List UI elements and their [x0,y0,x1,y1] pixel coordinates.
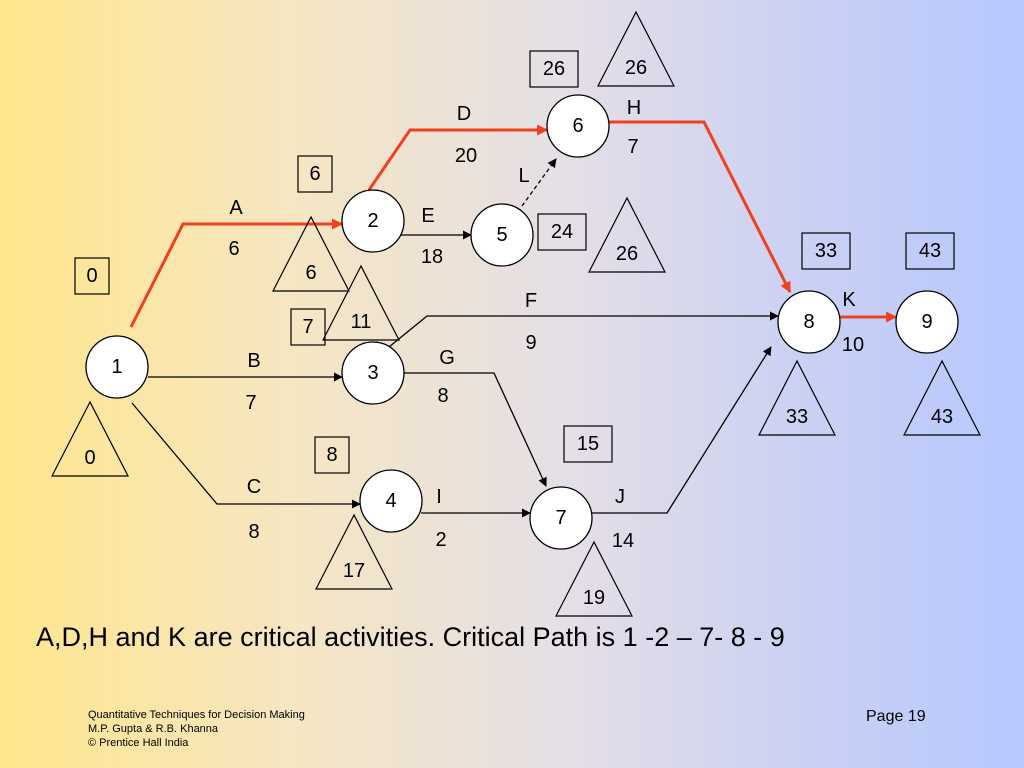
activity-duration-h: 7 [627,136,638,158]
activity-label-c: C [247,476,261,498]
activity-arrow-g [403,372,547,487]
latest-time-triangle-1 [51,400,129,477]
latest-time-triangle-6 [597,10,675,87]
activity-label-g: G [439,347,455,369]
activity-label-a: A [229,197,243,219]
earliest-time-box-4 [314,436,350,474]
activity-duration-i: 2 [435,529,446,551]
latest-time-4: 17 [343,560,365,582]
event-node-label-1: 1 [111,356,122,378]
event-node-label-8: 8 [803,311,814,333]
latest-time-9: 43 [931,406,953,428]
activity-duration-j: 14 [612,530,634,552]
latest-time-5: 26 [616,243,638,265]
footer-credits: Quantitative Techniques for Decision Mak… [88,708,305,750]
activity-duration-f: 9 [525,332,536,354]
activity-label-f: F [525,290,537,312]
event-node-label-5: 5 [496,224,507,246]
activity-duration-c: 8 [248,521,259,543]
critical-path-caption: A,D,H and K are critical activities. Cri… [36,622,785,652]
activity-duration-a: 6 [228,238,239,260]
event-node-1 [85,335,149,399]
activity-label-e: E [421,205,434,227]
earliest-time-box-5 [537,213,587,251]
activity-arrow-j [592,346,772,514]
earliest-time-5: 24 [551,221,573,243]
activity-label-d: D [457,103,471,125]
activity-arrow-d [367,124,549,191]
earliest-time-8: 33 [815,240,837,262]
earliest-time-box-9 [905,232,955,270]
event-node-4 [359,469,423,533]
event-node-8 [777,290,841,354]
activity-label-j: J [615,486,625,508]
latest-time-2: 6 [305,262,316,284]
activity-duration-d: 20 [455,145,477,167]
event-node-7 [529,486,593,550]
activity-arrow-l [521,158,557,207]
latest-time-7: 19 [583,587,605,609]
earliest-time-7: 15 [577,433,599,455]
activity-arrow-h [609,120,792,293]
earliest-time-3: 7 [302,316,313,338]
event-node-label-3: 3 [367,362,378,384]
latest-time-triangle-2 [272,215,350,292]
latest-time-triangle-5 [588,196,666,273]
latest-time-8: 33 [786,406,808,428]
earliest-time-2: 6 [309,163,320,185]
event-node-label-4: 4 [385,490,396,512]
earliest-time-4: 8 [326,444,337,466]
latest-time-6: 26 [625,57,647,79]
earliest-time-box-2 [297,155,333,193]
earliest-time-6: 26 [543,58,565,80]
activity-label-b: B [247,350,260,372]
event-node-label-9: 9 [921,311,932,333]
activity-duration-b: 7 [245,392,256,414]
earliest-time-9: 43 [919,240,941,262]
latest-time-triangle-8 [758,359,836,436]
earliest-time-1: 0 [86,265,97,287]
event-node-9 [895,290,959,354]
activity-duration-e: 18 [421,246,443,268]
page-number: Page 19 [866,708,926,725]
activity-label-k: K [842,289,856,311]
activity-label-l: L [518,165,529,187]
activity-arrows [129,120,898,518]
activity-label-i: I [436,486,442,508]
footer-authors: M.P. Gupta & R.B. Khanna [88,723,219,735]
activity-label-h: H [627,97,641,119]
event-node-6 [546,94,610,158]
activity-arrow-c [131,402,361,509]
event-node-2 [341,189,405,253]
event-node-label-7: 7 [555,507,566,529]
activity-arrow-a [129,218,344,328]
activity-duration-k: 10 [842,334,864,356]
footer-book-title: Quantitative Techniques for Decision Mak… [88,709,305,721]
activity-duration-g: 8 [437,385,448,407]
earliest-time-box-7 [563,425,613,463]
earliest-time-box-6 [529,50,579,88]
event-node-label-6: 6 [572,115,583,137]
event-node-label-2: 2 [367,210,378,232]
latest-time-triangle-9 [903,359,981,436]
latest-time-triangle-7 [555,540,633,617]
latest-time-triangle-4 [315,513,393,590]
activity-arrow-f [388,311,779,348]
latest-time-1: 0 [84,447,95,469]
latest-time-triangle-3 [322,264,400,341]
event-node-3 [341,341,405,405]
earliest-time-box-1 [74,257,110,295]
event-node-5 [470,203,534,267]
latest-time-3: 11 [351,311,372,333]
footer-publisher: © Prentice Hall India [88,737,189,749]
earliest-time-box-8 [801,232,851,270]
earliest-time-box-3 [290,308,326,346]
